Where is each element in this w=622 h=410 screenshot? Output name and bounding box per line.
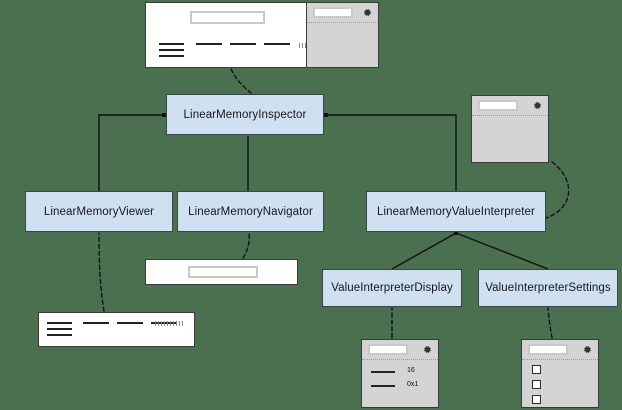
node-value-interpreter-display[interactable]: ValueInterpreterDisplay — [322, 269, 462, 307]
mock-inspector-side-toolbar — [307, 3, 378, 23]
callout-mock-navigator — [242, 232, 250, 259]
gear-icon[interactable] — [583, 345, 592, 354]
node-label: LinearMemoryViewer — [43, 205, 155, 218]
mock-settings-address-input[interactable] — [528, 344, 568, 355]
mock-inspector-main-pane — [146, 3, 331, 67]
edge-interpreter-to-inspector — [324, 113, 457, 191]
mock-settings-checkbox[interactable] — [532, 380, 541, 389]
mock-address-line — [47, 334, 72, 336]
node-label: LinearMemoryNavigator — [188, 205, 313, 218]
mock-settings — [521, 339, 599, 408]
mock-settings-checkbox[interactable] — [532, 365, 541, 374]
mock-inspector — [145, 2, 379, 68]
mock-settings-toolbar — [522, 340, 598, 360]
mock-address-line — [159, 55, 184, 57]
mock-navigator-address-input[interactable] — [188, 266, 258, 278]
mock-address-line — [47, 322, 72, 324]
mock-inspector-side-pane — [306, 3, 378, 67]
mock-interp-toolbar — [472, 96, 548, 116]
mock-address-line — [159, 43, 184, 45]
gear-icon[interactable] — [363, 8, 372, 17]
mock-display-toolbar — [362, 340, 438, 360]
mock-viewer-ascii-preview — [155, 321, 185, 326]
mock-byte-group — [196, 43, 222, 45]
callout-mock-inspector — [230, 68, 253, 95]
edge-settings-to-interpreter — [455, 232, 549, 270]
mock-byte-group — [264, 43, 290, 45]
node-label: ValueInterpreterSettings — [485, 282, 611, 294]
mock-interp — [471, 95, 549, 163]
mock-inspector-address-input[interactable] — [190, 11, 265, 24]
node-value-interpreter-settings[interactable]: ValueInterpreterSettings — [478, 269, 618, 307]
callout-mock-viewer — [98, 232, 105, 312]
node-label: LinearMemoryValueInterpreter — [377, 205, 535, 218]
mock-address-line — [159, 49, 184, 51]
gear-icon[interactable] — [423, 345, 432, 354]
callout-mock-interp — [545, 161, 570, 219]
mock-display: 16 0x1 — [361, 339, 439, 408]
mock-navigator — [145, 259, 298, 285]
gear-icon[interactable] — [533, 101, 542, 110]
mock-display-address-input[interactable] — [368, 344, 408, 355]
mock-settings-checkbox[interactable] — [532, 395, 541, 404]
mock-address-line — [47, 328, 72, 330]
callout-mock-settings — [547, 307, 553, 339]
mock-display-value: 0x1 — [407, 381, 419, 388]
node-linear-memory-value-interpreter[interactable]: LinearMemoryValueInterpreter — [366, 191, 546, 232]
edge-display-to-interpreter — [391, 230, 459, 270]
mock-byte-group — [83, 322, 109, 324]
mock-byte-group — [117, 322, 143, 324]
node-linear-memory-viewer[interactable]: LinearMemoryViewer — [25, 191, 173, 232]
mock-viewer — [38, 312, 195, 347]
edge-viewer-to-inspector — [98, 113, 166, 191]
mock-inspector-side-input[interactable] — [313, 7, 353, 18]
node-label: ValueInterpreterDisplay — [331, 282, 453, 294]
mock-byte-group — [230, 43, 256, 45]
mock-display-value: 16 — [407, 367, 415, 374]
mock-display-type-line — [371, 371, 395, 373]
node-linear-memory-navigator[interactable]: LinearMemoryNavigator — [177, 191, 324, 232]
node-label: LinearMemoryInspector — [183, 108, 307, 121]
node-linear-memory-inspector[interactable]: LinearMemoryInspector — [166, 94, 324, 135]
mock-interp-address-input[interactable] — [478, 100, 518, 111]
mock-display-type-line — [371, 385, 395, 387]
